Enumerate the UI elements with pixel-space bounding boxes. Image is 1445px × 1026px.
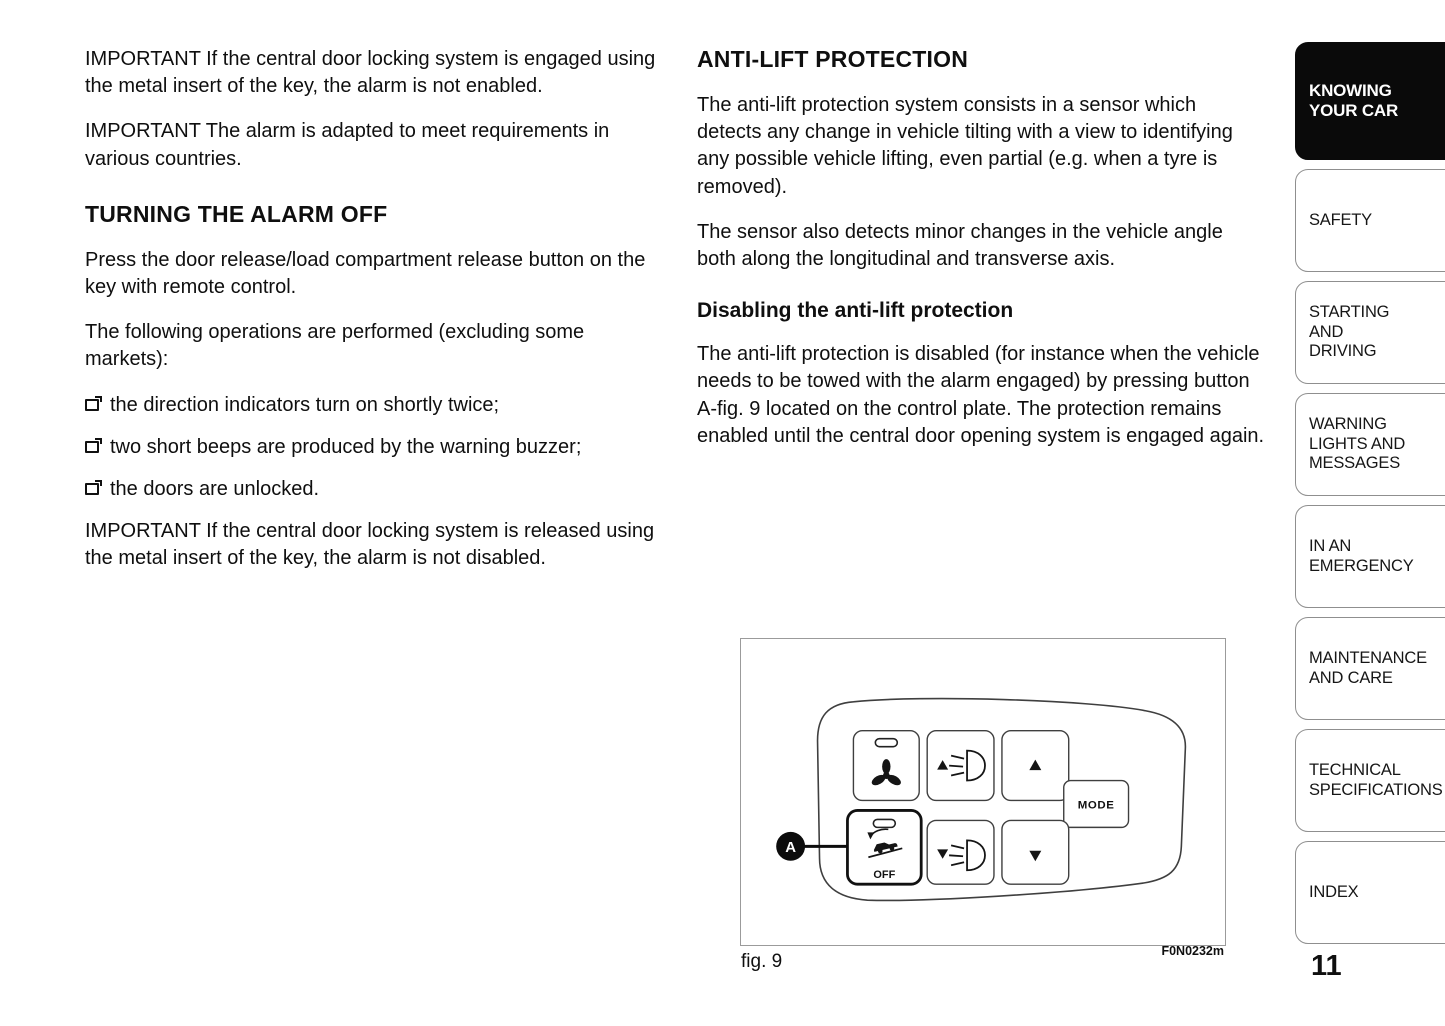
square-bullet-icon (85, 395, 102, 411)
paragraph-operations: The following operations are performed (… (85, 321, 585, 371)
callout-a-circle (776, 831, 806, 861)
paragraph-important-1: IMPORTANT If the central door locking sy… (85, 48, 656, 98)
bullet-text: two short beeps are produced by the warn… (110, 435, 582, 458)
figure-code: F0N0232m (1161, 944, 1224, 958)
sidebar-tab-knowing-your-car[interactable]: KNOWING YOUR CAR (1295, 42, 1445, 160)
bullet-text: the direction indicators turn on shortly… (110, 393, 500, 416)
sidebar-tab-label: INDEX (1309, 882, 1359, 901)
anti-lift-tilt-icon (867, 828, 903, 859)
square-bullet-icon (85, 479, 102, 495)
sidebar-tab-technical-specifications[interactable]: TECHNICAL SPECIFICATIONS (1295, 729, 1445, 832)
sidebar-tab-label: STARTING AND DRIVING (1309, 302, 1390, 361)
figure-caption: fig. 9 (741, 951, 783, 972)
down-arrow-icon (1029, 850, 1042, 862)
sidebar-tab-in-an-emergency[interactable]: IN AN EMERGENCY (1295, 505, 1445, 608)
control-panel-illustration: MODE (776, 697, 1187, 902)
headlight-leveling-icon (949, 839, 986, 872)
control-panel-outline (816, 697, 1187, 902)
paragraph-sensor: The anti-lift protection system consists… (697, 94, 1233, 198)
up-arrow-icon (1029, 759, 1042, 771)
sidebar-tab-warning-lights-and-messages[interactable]: WARNING LIGHTS AND MESSAGES (1295, 393, 1445, 496)
sidebar-tab-index[interactable]: INDEX (1295, 841, 1445, 944)
mode-button-label: MODE (1078, 799, 1115, 811)
sidebar-tab-label: TECHNICAL SPECIFICATIONS (1309, 760, 1443, 799)
off-button-label: OFF (873, 869, 895, 881)
sidebar-tab-label: MAINTENANCE AND CARE (1309, 648, 1427, 687)
subheading-disabling: Disabling the anti-lift protection (697, 299, 1014, 323)
indicator-light-icon (874, 737, 899, 748)
left-column: IMPORTANT If the central door locking sy… (85, 46, 667, 590)
sidebar-tab-label: WARNING LIGHTS AND MESSAGES (1309, 414, 1406, 473)
bullet-item: the doors are unlocked. (85, 476, 667, 503)
bullet-item: two short beeps are produced by the warn… (85, 434, 667, 461)
bullet-text: the doors are unlocked. (110, 477, 320, 500)
page-number: 11 (1311, 950, 1342, 982)
headlight-leveling-icon (949, 749, 986, 782)
section-index-sidebar: KNOWING YOUR CAR SAFETY STARTING AND DRI… (1295, 42, 1445, 944)
paragraph-press-button: Press the door release/load compartment … (85, 248, 646, 298)
section-heading-anti-lift: ANTI-LIFT PROTECTION (697, 46, 969, 72)
indicator-light-icon (872, 818, 897, 829)
paragraph-important-2: IMPORTANT The alarm is adapted to meet r… (85, 120, 610, 170)
up-triangle-icon (937, 760, 949, 770)
paragraph-sensor-2: The sensor also detects minor changes in… (697, 220, 1223, 270)
sidebar-tab-label: SAFETY (1309, 210, 1372, 229)
paragraph-important-3: IMPORTANT If the central door locking sy… (85, 520, 655, 570)
callout-a-label: A (785, 839, 796, 856)
bullet-item: the direction indicators turn on shortly… (85, 392, 667, 419)
right-column: ANTI-LIFT PROTECTION The anti-lift prote… (697, 46, 1265, 468)
sidebar-tab-maintenance-and-care[interactable]: MAINTENANCE AND CARE (1295, 617, 1445, 720)
sidebar-tab-safety[interactable]: SAFETY (1295, 169, 1445, 272)
down-triangle-icon (937, 849, 949, 859)
section-heading-turning-alarm-off: TURNING THE ALARM OFF (85, 200, 388, 227)
sidebar-tab-label: IN AN EMERGENCY (1309, 536, 1414, 575)
figure-9: MODE (740, 638, 1226, 946)
mode-button (1063, 779, 1130, 829)
fan-icon (871, 759, 901, 786)
sidebar-tab-starting-and-driving[interactable]: STARTING AND DRIVING (1295, 281, 1445, 384)
square-bullet-icon (85, 437, 102, 453)
sidebar-tab-label: KNOWING YOUR CAR (1309, 80, 1399, 120)
paragraph-disabling: The anti-lift protection is disabled (fo… (697, 343, 1265, 447)
